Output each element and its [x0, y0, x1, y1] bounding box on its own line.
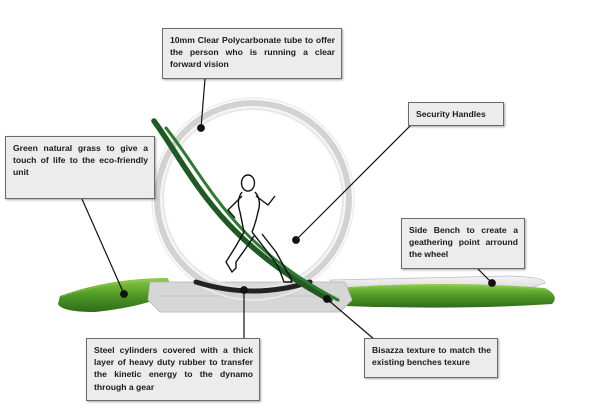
leader-grass	[81, 198, 125, 295]
callout-polycarbonate-tube: 10mm Clear Polycarbonate tube to offer t…	[162, 28, 342, 79]
leader-cylinders-dot	[240, 286, 248, 294]
leader-texture	[326, 298, 376, 341]
runner-figure	[225, 174, 293, 283]
steel-cylinders	[193, 279, 313, 294]
grass-right	[338, 284, 555, 308]
callout-security-handles: Security Handles	[408, 102, 504, 126]
callout-green-grass: Green natural grass to give a touch of l…	[5, 136, 155, 199]
leader-tube-dot	[197, 124, 205, 132]
leader-grass-dot	[120, 290, 128, 298]
leader-handles-dot	[292, 236, 300, 244]
leader-bench-dot	[488, 279, 496, 287]
leader-lines	[81, 78, 496, 341]
grass-left	[58, 278, 172, 312]
leader-tube	[200, 78, 206, 129]
callout-side-bench: Side Bench to create a geathering point …	[401, 218, 525, 269]
leader-handles	[295, 123, 413, 241]
leader-texture-dot	[323, 295, 331, 303]
callout-bisazza-texture: Bisazza texture to match the existing be…	[364, 338, 498, 378]
callout-steel-cylinders: Steel cylinders covered with a thick lay…	[86, 338, 260, 401]
polycarbonate-wheel	[151, 97, 355, 301]
